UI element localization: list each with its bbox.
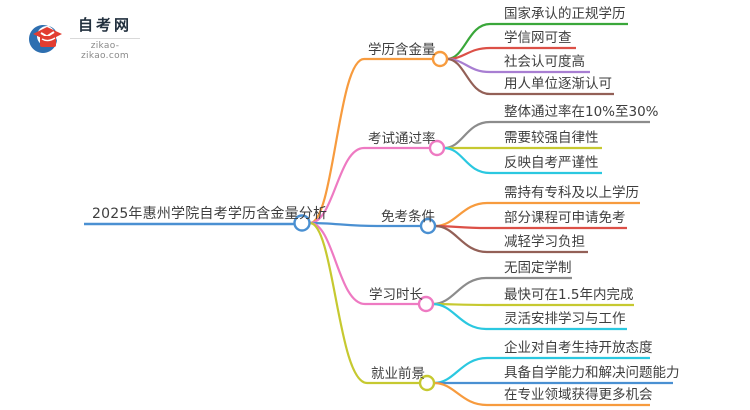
branch-4-child-1-text: 无固定学制 [504,260,572,276]
branch-1-connector [309,57,433,225]
branch-2-node-circle [428,139,446,157]
branch-3-child-3-connector [434,224,588,254]
branch-2-child-1-text: 整体通过率在10%至30% [504,104,659,120]
logo-site-name: 自考网 [77,16,132,34]
logo-divider [70,38,140,39]
branch-2-label: 考试通过率 [368,131,436,147]
branch-1-label: 学历含金量 [368,42,436,58]
central-topic-label: 2025年惠州学院自考学历含金量分析 [92,206,328,222]
branch-1-child-4-text: 用人单位逐渐认可 [504,76,612,92]
branch-3-connector [309,221,421,228]
branch-3-child-2-text: 部分课程可申请免考 [504,210,626,226]
branch-4-child-2-connector [432,302,634,307]
branch-5-label: 就业前景 [371,366,425,382]
branch-2-child-3-text: 反映自考严谨性 [504,155,599,171]
branch-5-child-3-text: 在专业领域获得更多机会 [504,387,653,403]
branch-4-label: 学习时长 [369,287,423,303]
branch-3-child-1-text: 需持有专科及以上学历 [504,185,639,201]
branch-3-child-3-text: 减轻学习负担 [504,234,585,250]
branch-3-label: 免考条件 [381,209,435,225]
branch-1-child-4-connector [446,57,614,96]
branch-1-child-2-text: 学信网可查 [504,30,572,46]
branch-1-child-1-text: 国家承认的正规学历 [504,6,626,22]
branch-4-child-2-text: 最快可在1.5年内完成 [504,287,634,303]
branch-2-child-2-text: 需要较强自律性 [504,130,599,146]
logo-text-block: 自考网 zikao-zikao.com [70,14,140,61]
branch-1-node-circle [431,50,449,68]
branch-5-child-2-text: 具备自学能力和解决问题能力 [504,365,680,381]
branch-3-node-circle [419,217,437,235]
graduation-cap-icon [29,24,62,53]
branch-4-connector [309,221,419,306]
branch-4-child-3-connector [432,302,627,331]
branch-2-connector [309,146,430,225]
branch-4-child-3-text: 灵活安排学习与工作 [504,311,626,327]
branch-4-node-circle [417,295,435,313]
branch-5-child-3-connector [433,381,650,407]
branch-5-node-circle [418,374,436,392]
central-node-circle [293,214,311,232]
branch-1-child-3-text: 社会认可度高 [504,54,585,70]
branch-2-child-3-connector [443,146,602,175]
logo-site-url: zikao-zikao.com [81,41,129,61]
site-logo[interactable]: 自考网 zikao-zikao.com [28,14,140,61]
branch-5-child-1-text: 企业对自考生持开放态度 [504,340,653,356]
branch-5-connector [309,221,420,385]
